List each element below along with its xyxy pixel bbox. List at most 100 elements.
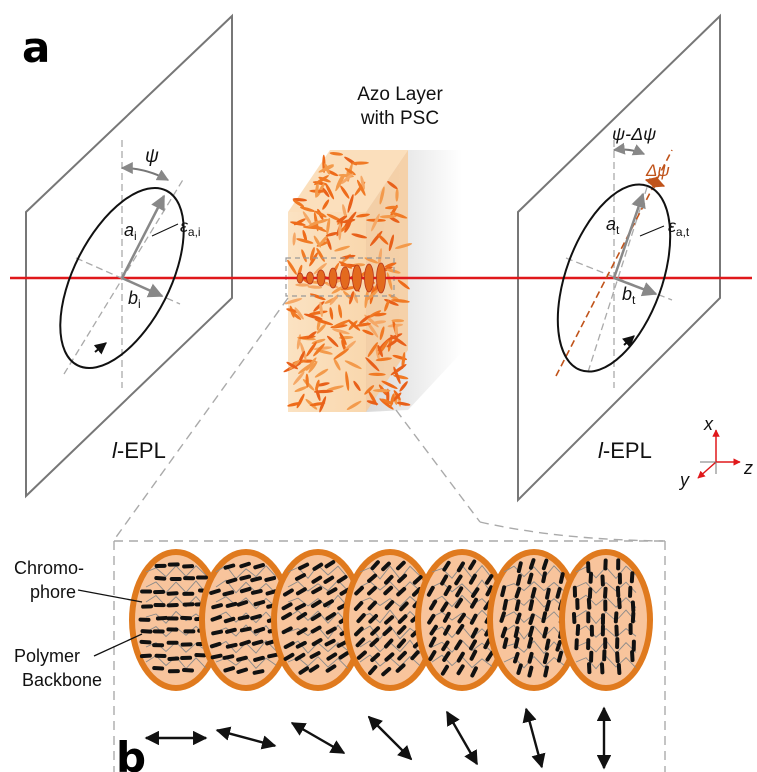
left-psi-label: ψ [145,146,159,167]
azo-chromophore [344,167,356,176]
azo-chromophore [366,321,379,338]
azo-chromophore [380,398,394,405]
left-plate-label: l-EPL [112,438,166,463]
chromophore-label-line1: Chromo- [14,558,84,578]
azo-chromophore [344,221,352,233]
azo-chromophore [293,371,305,386]
right-plate [517,13,721,503]
azo-chromophore [395,188,399,202]
axis-y-label: y [678,470,690,490]
azo-chromophore [347,194,354,213]
azo-chromophore [399,381,408,392]
azo-chromophore [315,181,319,198]
right-a-label: at [606,214,620,237]
azo-chromophore [300,342,307,361]
zoom-line-right [395,409,481,523]
azo-title-line2: with PSC [360,108,439,129]
left-polarization-diagram [59,140,185,388]
polymer-pointer [93,633,143,657]
azo-chromophore [384,300,390,312]
polymer-disk [199,549,293,691]
azo-chromophore [295,283,310,287]
azo-chromophore [316,382,330,387]
azo-chromophore [299,206,316,212]
azo-chromophore [338,261,353,269]
azo-chromophore [303,313,323,320]
azo-chromophore [326,217,331,235]
panel-letter-a: a [22,23,50,72]
azo-chromophore [381,380,398,389]
azo-chromophore [322,199,330,210]
azo-chromophore [371,213,380,232]
azo-chromophore [373,320,387,324]
azo-chromophore [289,359,301,370]
right-psi-label: ψ-Δψ [612,124,656,144]
azo-chromophore [385,205,399,210]
azo-chromophore [332,328,350,335]
azo-chromophore [339,332,347,346]
azo-chromophore [331,285,345,294]
azo-chromophore [338,223,342,241]
azo-chromophore [360,175,365,190]
polarization-arrow [367,715,413,761]
azo-chromophore [353,380,361,392]
azo-chromophore [302,211,313,226]
azo-chromophore [345,371,350,391]
azo-chromophore [325,231,339,237]
azo-chromophore [315,218,329,224]
azo-chromophore [294,386,308,393]
azo-chromophore [332,319,351,328]
polymer-disk [271,549,365,691]
azo-chromophore [314,210,327,218]
azo-chromophore [309,293,326,301]
azo-chromophore [325,183,335,200]
azo-chromophore [391,299,410,303]
azo-chromophore [333,358,341,371]
azo-chromophore [359,315,371,324]
azo-chromophore [327,335,339,348]
polarization-arrow [445,710,479,766]
azo-chromophore [302,229,308,243]
azo-chromophore [368,372,386,377]
azo-chromophore [336,215,348,223]
azo-chromophore [309,247,315,261]
azo-chromophore [291,311,302,320]
polymer-label-line1: Polymer [14,646,80,666]
azo-chromophore [344,360,362,370]
azo-chromophore [364,288,369,309]
azo-chromophore [377,248,383,267]
chromophore-pointer [77,589,143,603]
left-epsilon-label: εa,i [180,216,201,239]
azo-chromophore [379,326,385,341]
beam-wave [296,262,386,294]
azo-chromophore [319,301,323,318]
azo-chromophore [314,318,334,326]
right-plate-label: l-EPL [598,438,652,463]
azo-chromophore [306,331,317,339]
azo-chromophore [342,204,347,218]
right-epsilon-label: εa,t [668,216,690,239]
azo-chromophore [319,235,329,246]
azo-chromophore [401,352,406,369]
azo-chromophore [286,361,299,370]
azo-chromophore [390,393,395,407]
chromophore-label-line2: phore [30,582,76,602]
right-delta-psi-label: Δψ [645,161,670,180]
azo-chromophore [367,310,382,319]
azo-chromophore [294,307,304,320]
azo-chromophore [316,323,326,334]
azo-chromophore [351,233,367,239]
polymer-label-line2: Backbone [22,670,102,690]
azo-chromophore [356,213,370,218]
right-b-label: bt [622,284,636,307]
azo-chromophore [319,396,327,413]
azo-chromophore [365,357,380,372]
azo-chromophore [309,402,326,407]
azo-chromophore [347,319,361,331]
polymer-disks [129,549,653,691]
azo-chromophore [356,322,371,327]
polarization-arrow [290,721,346,755]
azo-chromophore [284,298,303,305]
azo-chromophore [341,173,354,185]
